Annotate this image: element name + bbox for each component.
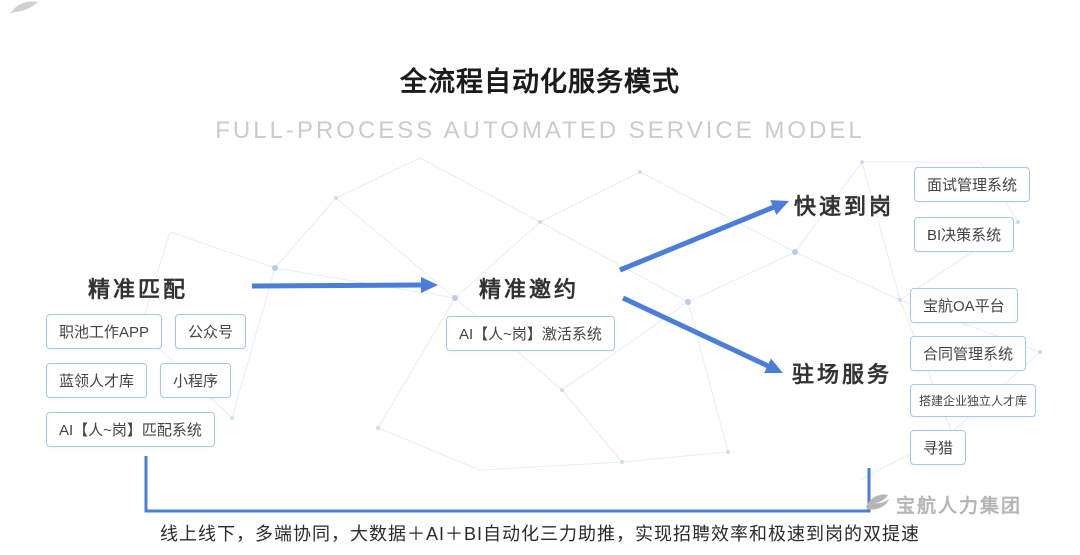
tag-ai-activation-system: AI【人~岗】激活系统: [446, 316, 615, 351]
tag-interview-management-system: 面试管理系统: [914, 167, 1031, 202]
tag-headhunting: 寻猎: [910, 430, 967, 465]
heading-fast-onboarding: 快速到岗: [794, 194, 895, 219]
page-subtitle: FULL-PROCESS AUTOMATED SERVICE MODEL: [215, 117, 865, 144]
tag-ai-match-system: AI【人~岗】匹配系统: [46, 412, 215, 447]
tag-mini-program: 小程序: [160, 363, 232, 398]
invite-tag-group: AI【人~岗】激活系统: [446, 316, 615, 351]
match-tag-group: 职池工作APP 公众号 蓝领人才库 小程序 AI【人~岗】匹配系统: [46, 314, 262, 447]
tag-blue-collar-talent-pool: 蓝领人才库: [46, 363, 148, 398]
brand-watermark-text: 宝航人力集团: [895, 495, 1022, 517]
heading-precise-invite: 精准邀约: [479, 277, 580, 302]
footer-summary: 线上线下，多端协同，大数据＋AI＋BI自动化三力助推，实现招聘效率和极速到岗的双…: [159, 524, 920, 544]
tag-official-account: 公众号: [175, 314, 247, 349]
tag-baohang-oa-platform: 宝航OA平台: [910, 288, 1018, 323]
brand-logo-icon: [862, 489, 892, 519]
fast-tag-group: 面试管理系统 BI决策系统: [914, 167, 1031, 252]
heading-precise-match: 精准匹配: [88, 277, 189, 302]
tag-job-pool-app: 职池工作APP: [46, 314, 163, 349]
onsite-tag-group: 宝航OA平台 合同管理系统 搭建企业独立人才库 寻猎: [910, 288, 1037, 465]
tag-enterprise-talent-pool: 搭建企业独立人才库: [910, 384, 1037, 417]
tag-contract-management-system: 合同管理系统: [910, 336, 1027, 371]
tag-bi-decision-system: BI决策系统: [914, 217, 1015, 252]
page-title: 全流程自动化服务模式: [400, 67, 680, 97]
heading-onsite-service: 驻场服务: [792, 362, 893, 387]
brand-watermark: 宝航人力集团: [862, 489, 1022, 519]
corner-watermark-icon: [8, 0, 42, 21]
